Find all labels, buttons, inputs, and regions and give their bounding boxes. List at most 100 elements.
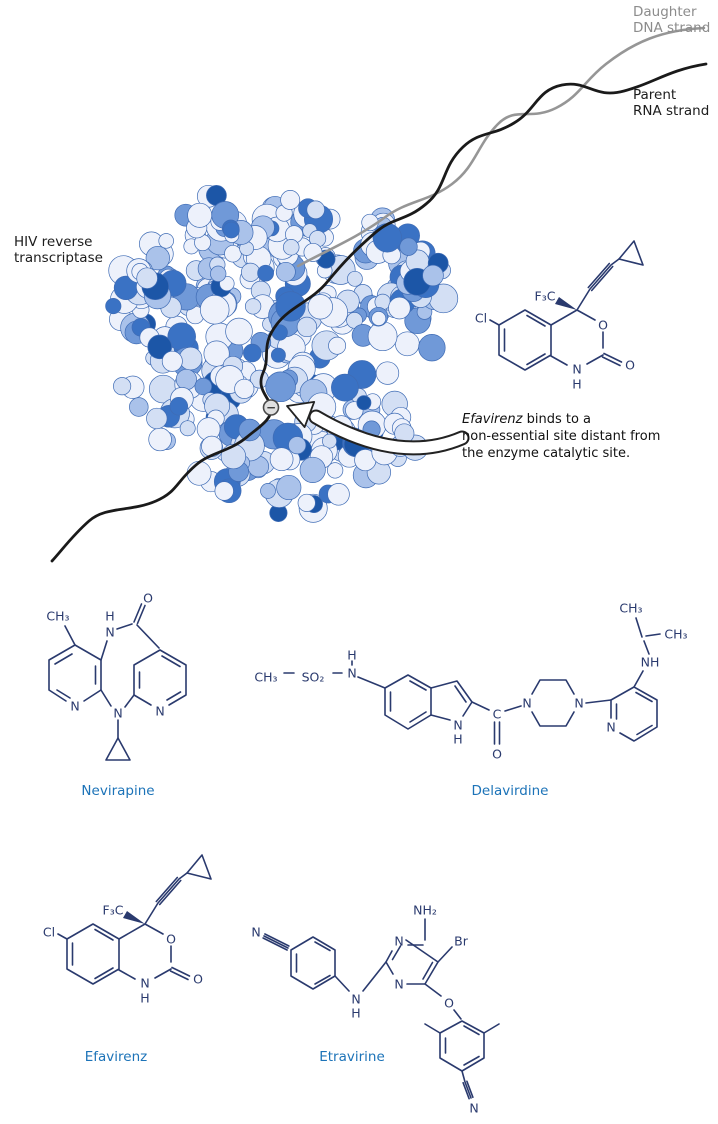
etravirine-bridge-bonds: [334, 961, 387, 992]
delavirdine-carbonyl-bonds: [471, 701, 522, 745]
delavirdine-structure: CH₃ SO₂ H N N H C O N N N NH CH₃ CH₃: [254, 601, 687, 762]
delavirdine-indole-n-label: N: [453, 718, 462, 733]
etravirine-o-label: O: [444, 996, 454, 1011]
efavirenz-structure: Cl F₃C O O N H: [475, 240, 644, 392]
delavirdine-so2-label: SO₂: [302, 670, 325, 685]
delavirdine-sulfonamide-n-label: N: [347, 666, 356, 681]
delavirdine-ch3-right-label: CH₃: [664, 627, 687, 642]
parent-strand-label-line2: RNA strand: [633, 103, 709, 119]
binding-arrow-head: [286, 400, 316, 429]
nevirapine-carbonyl-double-bond: [133, 603, 146, 625]
efavirenz-carbonyl-double-bond: [601, 352, 623, 367]
parent-strand-label: Parent RNA strand: [633, 87, 709, 119]
enzyme-label: HIV reverse transcriptase: [14, 234, 103, 266]
efavirenz-n-label: N: [572, 362, 581, 377]
drug-name-nevirapine: Nevirapine: [81, 783, 154, 799]
etravirine-nh2-label: NH₂: [413, 903, 437, 918]
etravirine-bottom-nitrile-n-label: N: [469, 1101, 478, 1116]
delavirdine-indole-h-label: H: [453, 732, 462, 747]
etravirine-left-benzene-inner-bonds: [295, 941, 331, 985]
efavirenz-f3c-label: F₃C: [535, 289, 556, 304]
delavirdine-piperazine-n-left-label: N: [522, 696, 531, 711]
delavirdine-sulfonamide-bonds: [283, 660, 386, 689]
nevirapine-amide-n-label: N: [105, 625, 114, 640]
delavirdine-aromatic-inner-bonds: [389, 680, 653, 736]
parent-strand-label-line1: Parent: [633, 87, 676, 103]
daughter-strand-label-line1: Daughter: [633, 4, 697, 20]
nevirapine-right-n-label: N: [155, 704, 164, 719]
delavirdine-pyridine-ring: [610, 686, 658, 742]
etravirine-structure: N N H N N NH₂ Br O N: [251, 903, 500, 1116]
efavirenz-aromatic-inner-bonds: [503, 314, 546, 366]
hiv-reverse-transcriptase-protein: [105, 184, 459, 523]
efavirenz-benzene-ring: [498, 309, 552, 371]
nevirapine-aromatic-inner-bonds: [54, 653, 182, 701]
nevirapine-left-pyridine-ring: [48, 644, 102, 702]
drug-name-etravirine: Etravirine: [319, 1049, 385, 1065]
inhibition-minus-icon: −: [262, 399, 280, 416]
parent-rna-strand: [50, 62, 708, 563]
nevirapine-diazepine-bonds: [64, 623, 160, 739]
etravirine-pyrimidine-n-bottom-label: N: [394, 977, 403, 992]
enzyme-label-line2: transcriptase: [14, 250, 103, 266]
drug-name-delavirdine: Delavirdine: [472, 783, 549, 799]
binding-arrow-body: [310, 411, 468, 454]
efavirenz-carbonyl-o-label: O: [625, 358, 635, 373]
efavirenz-alkyne-bonds: [576, 258, 620, 311]
nevirapine-ch3-label: CH₃: [46, 609, 69, 624]
efavirenz-structure-bottom: [42, 854, 212, 1007]
etravirine-top-nitrile-n-label: N: [251, 925, 260, 940]
etravirine-bridge-n-label: N: [351, 992, 360, 1007]
etravirine-substituent-bonds: [424, 918, 462, 1020]
etravirine-pyrimidine-ring: [385, 939, 439, 985]
inhibition-circle: [262, 399, 280, 416]
efavirenz-cl-label: Cl: [475, 311, 487, 326]
drug-name-efavirenz: Efavirenz: [85, 1049, 148, 1065]
efavirenz-note-line2: non-essential site distant from: [462, 429, 660, 444]
daughter-strand-label-line2: DNA strand: [633, 20, 710, 36]
binding-arrow: [286, 400, 470, 456]
delavirdine-carbonyl-c-label: C: [493, 707, 502, 722]
nevirapine-amide-h-label: H: [105, 609, 114, 624]
delavirdine-nh-label: NH: [641, 655, 660, 670]
etravirine-pyrimidine-n-top-label: N: [394, 934, 403, 949]
etravirine-bottom-benzene-ring: [439, 1020, 485, 1072]
delavirdine-piperazine-n-right-label: N: [574, 696, 583, 711]
etravirine-left-benzene-ring: [290, 936, 336, 990]
delavirdine-carbonyl-o-label: O: [492, 747, 502, 762]
delavirdine-ch3-left-label: CH₃: [254, 670, 277, 685]
delavirdine-piperazine-ring: [531, 679, 575, 727]
delavirdine-pyrrole-ring: [430, 680, 473, 721]
efavirenz-note-line1: Efavirenz binds to a: [462, 412, 591, 427]
nevirapine-bridge-n-label: N: [113, 706, 122, 721]
etravirine-br-label: Br: [454, 934, 469, 949]
inhibition-minus-glyph: −: [266, 401, 276, 415]
efavirenz-h-label: H: [572, 377, 581, 392]
efavirenz-stereo-wedge: [555, 297, 577, 310]
etravirine-top-nitrile-triple-bond: [262, 933, 290, 951]
etravirine-pyrimidine-inner-bonds: [391, 944, 434, 980]
delavirdine-pyridine-n-label: N: [606, 720, 615, 735]
efavirenz-oxazinone-bonds: [489, 309, 604, 366]
nevirapine-o-label: O: [143, 591, 153, 606]
efavirenz-note-line3: the enzyme catalytic site.: [462, 446, 630, 461]
enzyme-label-line1: HIV reverse: [14, 234, 92, 250]
delavirdine-isopropylamine-bonds: [585, 617, 661, 704]
daughter-dna-strand: [296, 26, 706, 268]
etravirine-methyl-bonds: [424, 1023, 500, 1034]
delavirdine-ch3-top-label: CH₃: [619, 601, 642, 616]
etravirine-bottom-benzene-inner-bonds: [444, 1025, 480, 1066]
efavirenz-cyclopropyl-ring: [618, 240, 644, 266]
etravirine-bottom-nitrile-triple-bond: [461, 1070, 474, 1100]
daughter-strand-label: Daughter DNA strand: [633, 4, 710, 36]
nevirapine-left-n-label: N: [70, 699, 79, 714]
delavirdine-indole-benzene-ring: [384, 674, 432, 730]
nevirapine-right-pyridine-ring: [133, 649, 187, 706]
nevirapine-cyclopropyl-ring: [105, 737, 131, 761]
efavirenz-note: Efavirenz binds to a non-essential site …: [462, 412, 660, 461]
efavirenz-ring-o-label: O: [598, 318, 608, 333]
nevirapine-structure: CH₃ H N O N N N: [46, 591, 187, 761]
etravirine-bridge-h-label: H: [351, 1006, 360, 1021]
